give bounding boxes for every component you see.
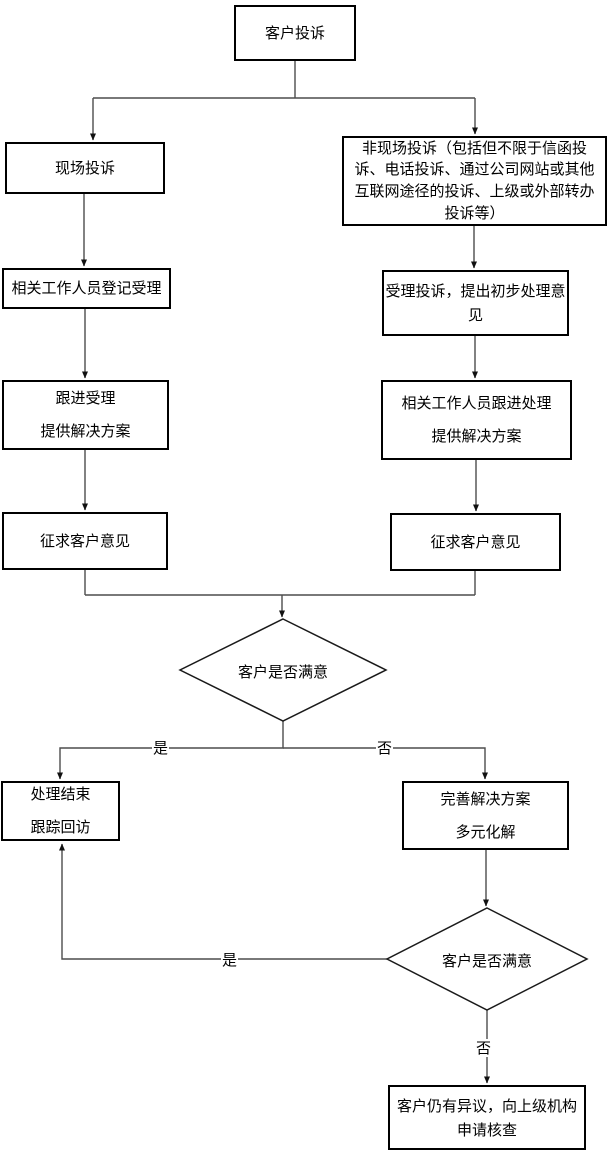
node-escalate: 客户仍有异议，向上级机构申请核查 bbox=[388, 1085, 586, 1150]
node-initial-opinion: 受理投诉，提出初步处理意见 bbox=[382, 270, 569, 336]
edge-label-decision1-no: 否 bbox=[376, 739, 394, 757]
edge-decision1-yes bbox=[57, 721, 284, 780]
node-end-followup: 处理结束 跟踪回访 bbox=[1, 781, 120, 841]
node-followup-onsite: 跟进受理 提供解决方案 bbox=[2, 380, 169, 450]
edge-merge bbox=[84, 570, 476, 596]
node-seek-opinion-left: 征求客户意见 bbox=[2, 512, 168, 570]
edge-label-decision2-yes: 是 bbox=[221, 951, 239, 969]
edge-decision1-no bbox=[283, 747, 488, 780]
edge-start-split bbox=[93, 60, 475, 99]
decision2-label: 客户是否满意 bbox=[441, 952, 532, 970]
edge-decision2-yes bbox=[59, 843, 387, 960]
node-seek-opinion-right: 征求客户意见 bbox=[390, 513, 561, 571]
edge-label-decision1-yes: 是 bbox=[152, 739, 170, 757]
decision1-label: 客户是否满意 bbox=[237, 663, 328, 681]
node-start: 客户投诉 bbox=[234, 5, 356, 61]
decision2-diamond bbox=[385, 907, 589, 1011]
node-onsite-complaint: 现场投诉 bbox=[5, 142, 165, 194]
node-offsite-complaint: 非现场投诉（包括但不限于信函投诉、电话投诉、通过公司网站或其他互联网途径的投诉、… bbox=[342, 136, 607, 226]
node-register-acceptance: 相关工作人员登记受理 bbox=[2, 268, 171, 309]
node-followup-offsite: 相关工作人员跟进处理 提供解决方案 bbox=[381, 380, 572, 460]
node-improve-solution: 完善解决方案 多元化解 bbox=[402, 781, 569, 850]
decision1-diamond bbox=[178, 618, 388, 722]
edge-label-decision2-no: 否 bbox=[475, 1039, 493, 1057]
